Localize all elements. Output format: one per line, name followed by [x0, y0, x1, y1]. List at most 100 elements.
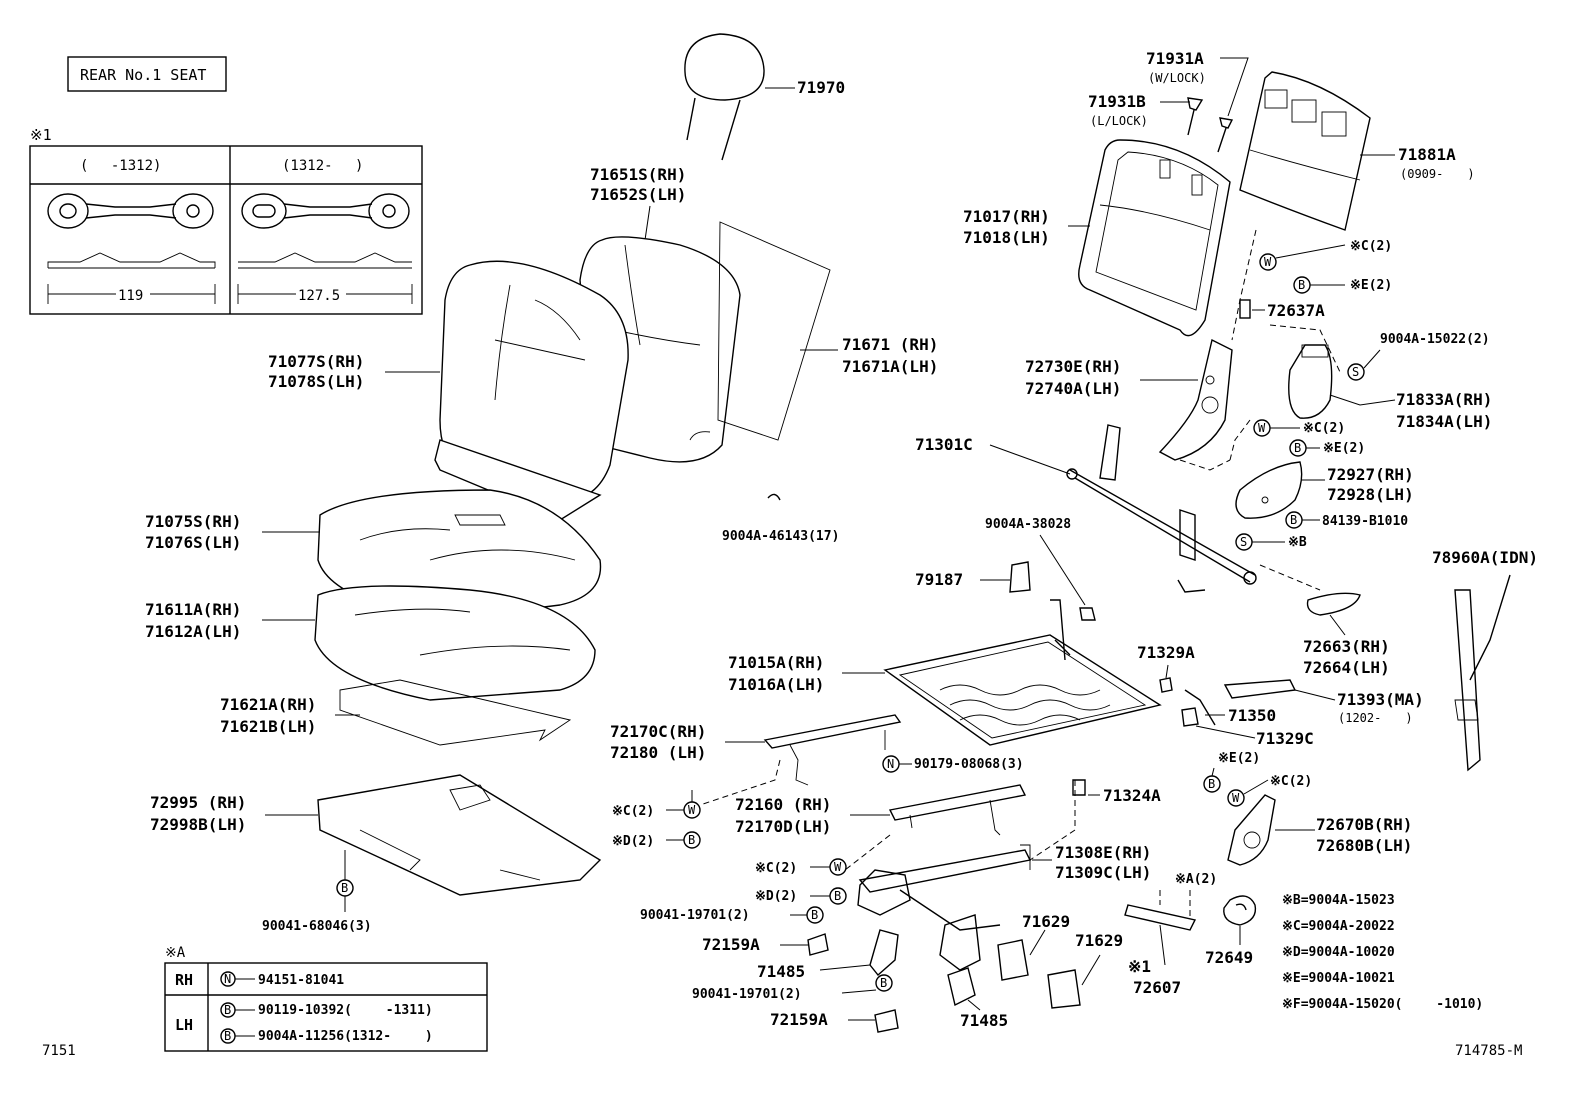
label-71485-a: 71485 [757, 962, 805, 981]
hinge-bracket [1227, 794, 1276, 866]
inset-1-dim-1275: 127.5 [298, 288, 340, 304]
label-71611A: 71611A(RH) [145, 600, 241, 619]
label-72998B: 72998B(LH) [150, 815, 246, 834]
label-72170D: 72170D(LH) [735, 817, 831, 836]
table-a-row2: 90119-10392( -1311) [258, 1003, 433, 1018]
symbol-n-table: N [224, 972, 231, 986]
table-a-rh: RH [175, 971, 193, 989]
label-71308E: 71308E(RH) [1055, 843, 1151, 862]
label-71485-b: 71485 [960, 1011, 1008, 1030]
title-box: REAR No.1 SEAT [67, 56, 227, 92]
clip-71329C [1181, 707, 1199, 727]
label-9004A-46143: 9004A-46143(17) [722, 529, 839, 544]
under-cover [317, 774, 602, 896]
table-a-row3: 9004A-11256(1312- ) [258, 1029, 433, 1044]
label-A2: ※A(2) [1175, 872, 1217, 887]
seatback-cover [434, 260, 629, 521]
lever-71350 [1184, 689, 1216, 726]
legend-F: ※F=9004A-15020( -1010) [1282, 997, 1483, 1012]
symbol-s-2: S [1240, 535, 1247, 549]
label-9004A-38028: 9004A-38028 [985, 517, 1071, 532]
label-1-marker: ※1 [1128, 957, 1151, 976]
label-71076S: 71076S(LH) [145, 533, 241, 552]
hinge-side-cover [1235, 461, 1303, 519]
inset-1: ※1 ( -1312) (1312- ) 119 [29, 126, 423, 315]
label-72730E: 72730E(RH) [1025, 357, 1121, 376]
label-72159A-b: 72159A [770, 1010, 828, 1029]
bracket-72607 [1124, 904, 1197, 931]
diagram-code: 714785-M [1455, 1043, 1522, 1059]
seat-cushion-pad [314, 585, 596, 701]
label-72637A: 72637A [1267, 301, 1325, 320]
label-9004A-15022: 9004A-15022(2) [1380, 332, 1490, 347]
inset-1-dim-119: 119 [118, 288, 143, 304]
label-72928: 72928(LH) [1327, 485, 1414, 504]
label-71612A: 71612A(LH) [145, 622, 241, 641]
diagram-title: REAR No.1 SEAT [80, 66, 206, 84]
inset-1-col2-header: (1312- ) [282, 158, 363, 174]
cap-71324A [1072, 779, 1086, 796]
lock-pins [1187, 97, 1234, 153]
label-72664: 72664(LH) [1303, 658, 1390, 677]
symbol-b-6: B [1208, 777, 1215, 791]
symbol-w-4: W [1232, 791, 1240, 805]
label-71671: 71671 (RH) [842, 335, 938, 354]
label-90041-19701-b: 90041-19701(2) [692, 987, 802, 1002]
seat-belt [1454, 574, 1511, 772]
label-71931A-note: (W/LOCK) [1148, 71, 1206, 85]
label-84139: 84139-B1010 [1322, 514, 1408, 529]
label-71652S: 71652S(LH) [590, 185, 686, 204]
label-71350: 71350 [1228, 706, 1276, 725]
label-71075S: 71075S(RH) [145, 512, 241, 531]
label-72663: 72663(RH) [1303, 637, 1390, 656]
label-C2-d: ※C(2) [612, 804, 654, 819]
table-a: ※A RH LH N 94151-81041 B 90119-10392( -1… [164, 945, 488, 1052]
bolt-9004A-38028 [1079, 607, 1096, 621]
label-72649: 72649 [1205, 948, 1253, 967]
clip-79187 [1009, 561, 1031, 593]
label-71671A: 71671A(LH) [842, 357, 938, 376]
label-72159A-a: 72159A [702, 935, 760, 954]
label-71016A: 71016A(LH) [728, 675, 824, 694]
label-71881A-note: (0909- ) [1400, 167, 1475, 181]
label-72680B: 72680B(LH) [1316, 836, 1412, 855]
symbol-b-table-1: B [224, 1003, 231, 1017]
symbol-b-9: B [880, 976, 887, 990]
label-71834A: 71834A(LH) [1396, 412, 1492, 431]
label-B: ※B [1288, 535, 1307, 550]
symbol-b-7: B [834, 889, 841, 903]
headrest [684, 33, 795, 161]
label-79187: 79187 [915, 570, 963, 589]
cap-72159A-a [807, 933, 829, 956]
label-E2-a: ※E(2) [1350, 278, 1392, 293]
label-71324A: 71324A [1103, 786, 1161, 805]
label-72160: 72160 (RH) [735, 795, 831, 814]
label-90041-68046: 90041-68046(3) [262, 919, 372, 934]
label-90179: 90179-08068(3) [914, 757, 1024, 772]
seatback-frame [1078, 139, 1231, 337]
label-C2-c: ※C(2) [1270, 774, 1312, 789]
symbol-w-3: W [688, 803, 696, 817]
leg-assembly [857, 844, 1032, 971]
slide-rail-upper [763, 714, 902, 786]
symbol-n-1: N [887, 757, 894, 771]
cover-71629-a [997, 939, 1029, 981]
inset-1-col1-header: ( -1312) [80, 158, 161, 174]
label-72607: 72607 [1133, 978, 1181, 997]
label-72740A: 72740A(LH) [1025, 379, 1121, 398]
label-C2-b: ※C(2) [1303, 421, 1345, 436]
label-78960A: 78960A(IDN) [1432, 548, 1538, 567]
symbol-s-1: S [1352, 365, 1359, 379]
symbol-b-table-2: B [224, 1029, 231, 1043]
label-71931B: 71931B [1088, 92, 1146, 111]
label-71077S: 71077S(RH) [268, 352, 364, 371]
spring-71329A [1159, 677, 1173, 693]
table-a-row1: 94151-81041 [258, 973, 344, 988]
legend-B: ※B=9004A-15023 [1282, 893, 1395, 908]
label-71301C: 71301C [915, 435, 973, 454]
label-72995: 72995 (RH) [150, 793, 246, 812]
symbol-b-4: B [1290, 513, 1297, 527]
symbol-b-2: B [1298, 278, 1305, 292]
link-1312-after: 127.5 [237, 193, 413, 304]
